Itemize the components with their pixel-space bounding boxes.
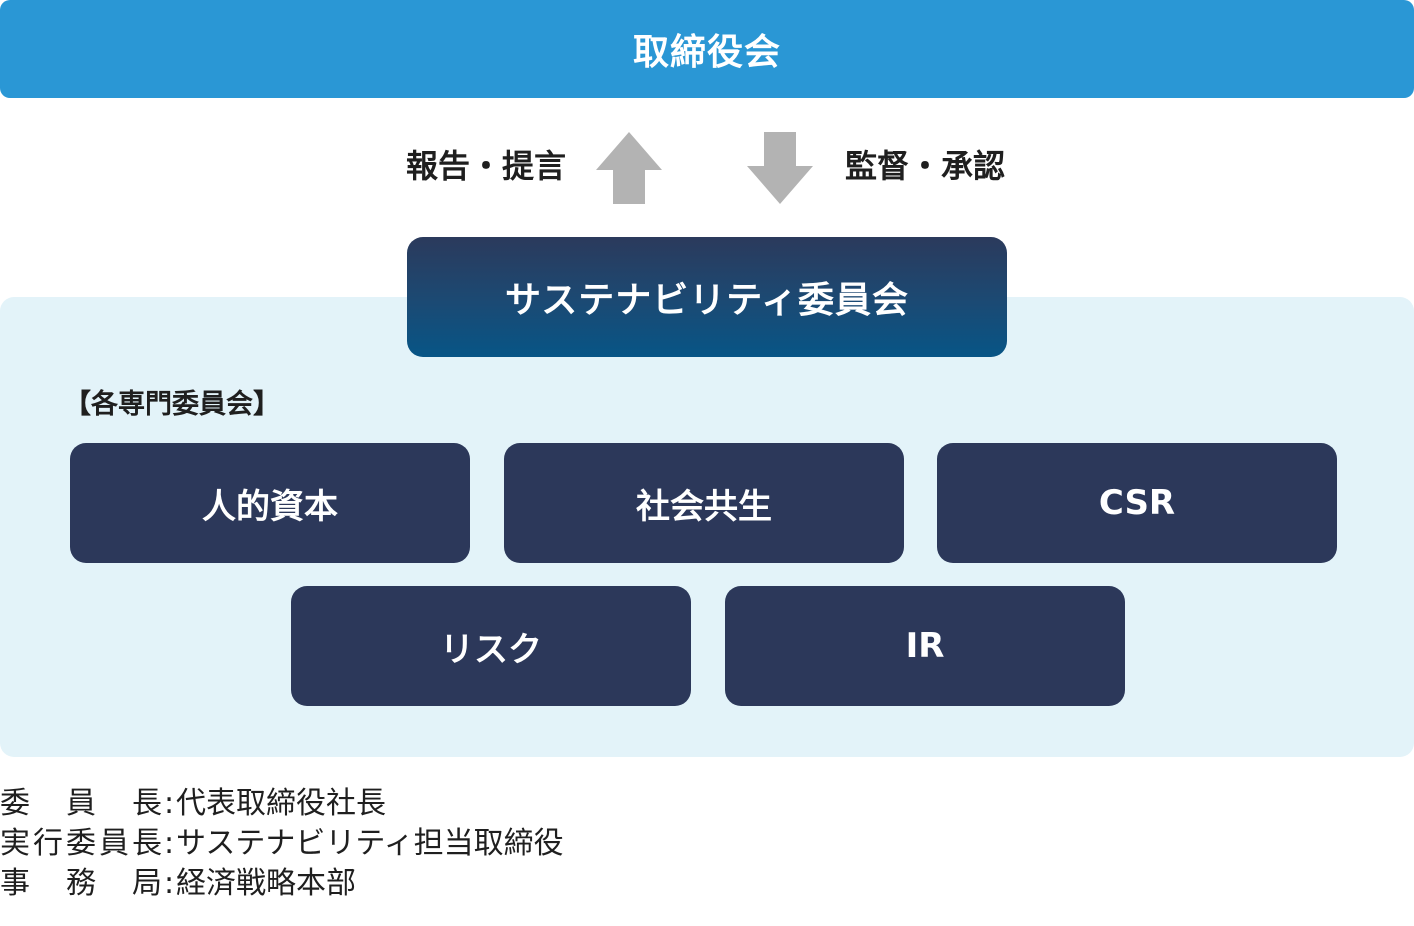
down-arrow-icon <box>747 132 813 204</box>
info-key: 実行委員長 <box>0 826 162 861</box>
committee-label: 人的資本 <box>202 486 338 527</box>
info-row-executive-chair: 実行委員長:サステナビリティ担当取締役 <box>0 824 564 864</box>
board-of-directors-box: 取締役会 <box>0 0 1414 98</box>
committee-risk: リスク <box>291 586 691 706</box>
report-proposal-label: 報告・提言 <box>406 147 567 185</box>
committee-social-coexistence: 社会共生 <box>504 443 904 563</box>
committee-label: 社会共生 <box>636 486 772 527</box>
info-key: 事務局 <box>0 866 162 901</box>
info-value: 代表取締役社長 <box>176 786 386 821</box>
committee-info: 委員長:代表取締役社長 実行委員長:サステナビリティ担当取締役 事務局:経済戦略… <box>0 784 564 904</box>
committee-label: リスク <box>440 629 542 670</box>
info-row-secretariat: 事務局:経済戦略本部 <box>0 864 564 904</box>
info-value: サステナビリティ担当取締役 <box>176 826 564 861</box>
info-row-chair: 委員長:代表取締役社長 <box>0 784 564 824</box>
up-arrow-icon <box>596 132 662 204</box>
committee-label: CSR <box>1098 483 1176 523</box>
info-key: 委員長 <box>0 786 162 821</box>
supervise-approve-label: 監督・承認 <box>845 147 1006 185</box>
committee-human-capital: 人的資本 <box>70 443 470 563</box>
board-label: 取締役会 <box>632 32 781 73</box>
committee-csr: CSR <box>937 443 1337 563</box>
sustainability-committee-box: サステナビリティ委員会 <box>407 237 1007 357</box>
subcommittees-heading: 【各専門委員会】 <box>64 389 280 420</box>
committee-ir: IR <box>725 586 1125 706</box>
sustainability-committee-label: サステナビリティ委員会 <box>504 280 910 321</box>
committee-label: IR <box>905 626 945 666</box>
info-value: 経済戦略本部 <box>176 866 356 901</box>
